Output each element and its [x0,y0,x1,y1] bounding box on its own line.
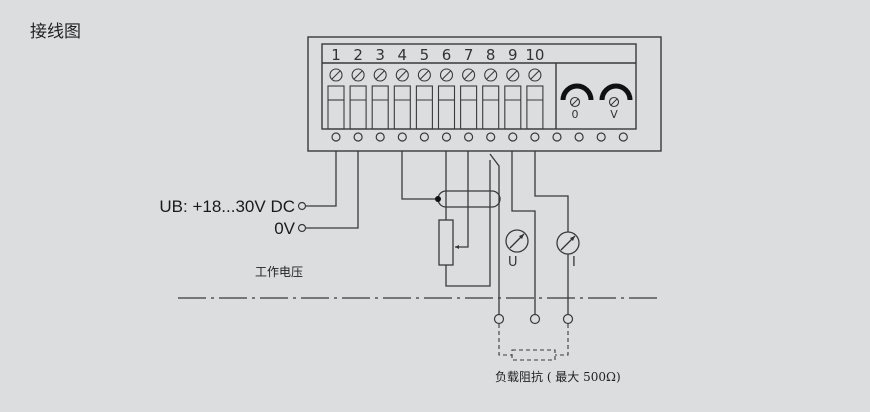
wire-terminal-9 [511,151,536,314]
span-dial-arc-icon [599,83,633,101]
wire-supply-ground [306,151,359,229]
screw-slot [375,70,385,80]
zero-pot-label: 0 [572,108,579,121]
terminal-screw-icon[interactable] [395,68,409,82]
wire-pot-return [445,160,491,287]
bottom-connector [331,132,341,142]
terminal-screw-icon[interactable] [373,68,387,82]
wires [306,151,569,314]
terminal-number-6: 6 [442,46,452,64]
ammeter-icon [556,231,580,255]
supply-positive-terminal [297,201,307,211]
terminal-clamp [526,85,544,130]
terminal-number-5: 5 [420,46,430,64]
terminal-screw-icon[interactable] [417,68,431,82]
supply-section-label: 工作电压 [255,265,303,279]
ammeter-label: I [572,255,576,270]
supply-positive-label: UB: +18...30V DC [159,197,295,216]
load-label: 负载阻抗 ( 最大 500Ω) [495,369,621,384]
terminal-number-3: 3 [375,46,385,64]
screw-slot [442,70,451,80]
wire-terminal-10 [534,151,569,232]
terminal-clamp [437,85,456,130]
page-title: 接线图 [30,22,81,42]
terminal-clamp [460,85,478,130]
bottom-connector [596,132,606,142]
wire-supply-positive [306,151,337,207]
terminal-clamp [371,85,389,130]
bottom-connector [397,132,407,142]
bottom-connector [552,132,562,142]
terminal-screw-icon[interactable] [351,68,365,82]
wire-terminal-8 [489,153,500,314]
zero-potentiometer[interactable]: 0 [560,83,594,121]
terminal-number-9: 9 [508,46,518,64]
terminal-clamp [393,85,411,130]
bottom-connector [441,132,452,142]
bottom-connector [375,132,385,142]
bottom-connector [419,132,429,142]
terminal-screw-icon[interactable] [439,68,454,82]
bottom-connector [464,132,474,142]
wire-terminal-4 [401,151,438,200]
zero-dial-arc-icon [560,83,594,101]
terminal-clamp [504,85,522,130]
terminal-clamp [482,85,500,130]
terminal-screw-icon[interactable] [506,68,520,82]
supply-ground-terminal [297,223,307,233]
screw-slot [353,70,363,80]
wiper-arrow-icon [455,245,459,249]
terminal-clamp [349,85,367,130]
zero-screw-icon [569,96,581,108]
terminal-strip [321,43,637,130]
terminal-number-7: 7 [464,46,474,64]
bottom-connector [353,132,363,142]
terminal-clamp [415,85,433,130]
load-resistor [498,324,569,361]
wire-terminal-7 [455,151,469,248]
terminal-number-2: 2 [353,46,363,64]
supply-ground-label: 0V [274,219,295,238]
terminal-screw-icon[interactable] [484,68,498,82]
screw-slot [464,70,473,80]
voltage-meter: U [505,229,529,270]
terminal-number-10: 10 [525,46,544,64]
screw-slot [530,70,540,80]
span-screw-icon [608,96,620,108]
bottom-connector [530,132,540,142]
screw-slot [486,70,496,80]
bottom-connector [486,132,496,142]
terminal-number-1: 1 [331,46,341,64]
shield-junction-dot [435,196,441,202]
terminal-screw-icon[interactable] [462,68,476,82]
bottom-connector [618,132,628,142]
span-potentiometer[interactable]: V [599,83,633,121]
span-pot-label: V [610,108,618,121]
voltmeter-icon [505,229,529,253]
terminal-screw-icon[interactable] [528,68,542,82]
terminal-screw-icon[interactable] [329,68,343,82]
screw-slot [508,70,518,80]
screw-slot [397,70,407,80]
device-housing [307,36,662,152]
bottom-connector [508,132,518,142]
terminal-number-4: 4 [398,46,408,64]
terminal-clamp [327,85,345,130]
screw-slot [331,70,341,80]
current-meter: I [556,231,580,270]
sensor-potentiometer [438,219,454,266]
cable-shield [437,190,501,208]
voltmeter-label: U [508,255,518,270]
bottom-connector [574,132,584,142]
load-terminals [493,313,574,325]
screw-slot [420,70,429,80]
terminal-number-8: 8 [486,46,496,64]
